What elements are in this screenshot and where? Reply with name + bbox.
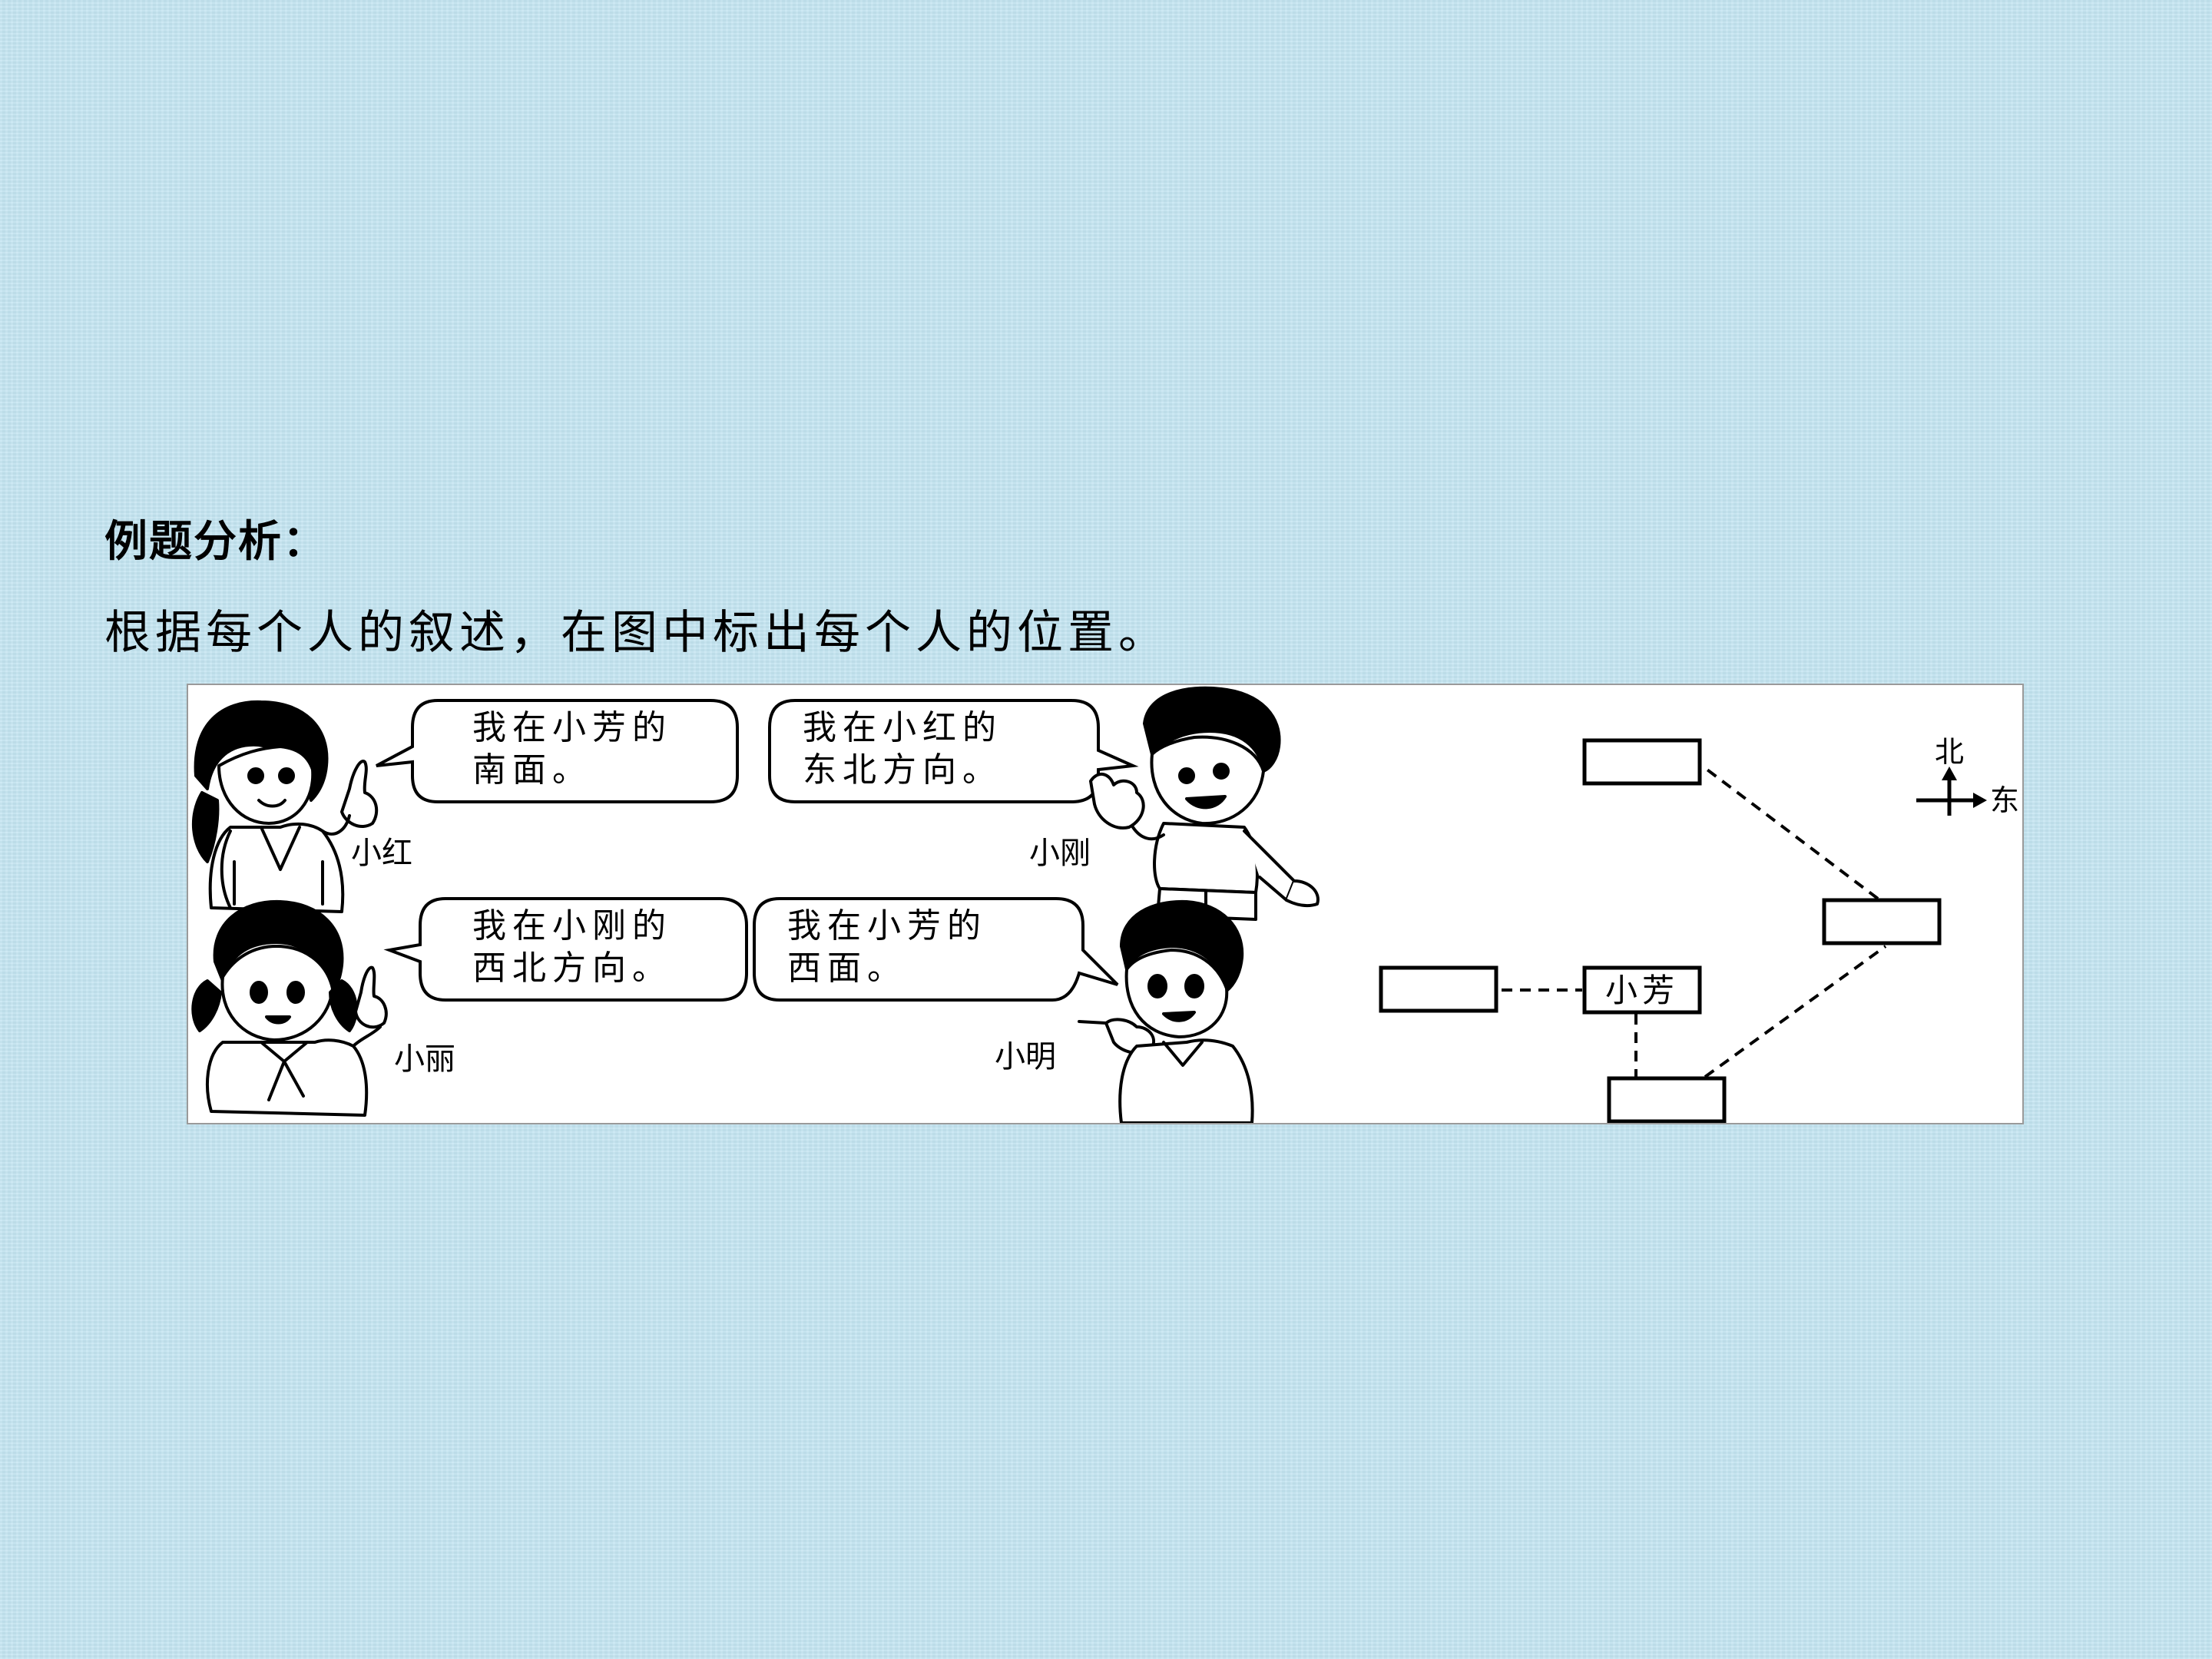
speech-bubble-xiaoli: 我在小刚的 西北方向。: [383, 897, 748, 1002]
speech-bubble-xiaohong: 我在小芳的 南面。: [376, 699, 739, 803]
name-xiaohong: 小红: [351, 836, 412, 871]
known-label-xiaofang: 小芳: [1605, 972, 1679, 1009]
connector-northeast: [1704, 945, 1887, 1078]
bubble-text-xiaogang-line2: 东北方向。: [803, 750, 1002, 790]
compass-east-label: 东: [1990, 783, 2019, 817]
name-xiaogang: 小刚: [1029, 836, 1091, 871]
answer-box-west[interactable]: [1379, 965, 1498, 1013]
connector-northwest: [1704, 767, 1879, 900]
name-xiaoming: 小明: [995, 1039, 1056, 1075]
compass-north-arrow-icon: [1942, 767, 1957, 780]
bubble-text-xiaoming-line2: 西面。: [787, 949, 907, 988]
section-heading: 例题分析：: [104, 517, 327, 567]
bubble-text-xiaogang-line1: 我在小红的: [803, 708, 1002, 747]
compass-north-label: 北: [1935, 735, 1964, 769]
problem-figure: 小红 我在小芳的 南面。 我在小红的 东北方向。: [187, 684, 2024, 1124]
known-box-xiaofang: [1582, 965, 1702, 1015]
position-diagram: 小芳: [1379, 738, 1942, 1123]
question-instruction: 根据每个人的叙述，在图中标出每个人的位置。: [104, 606, 1169, 660]
compass-east-arrow-icon: [1973, 793, 1987, 808]
problem-figure-svg: 小红 我在小芳的 南面。 我在小红的 东北方向。: [191, 686, 2019, 1123]
compass-rose: 北 东: [1916, 735, 2019, 817]
bubble-text-xiaoli-line1: 我在小刚的: [472, 906, 672, 945]
answer-box-east[interactable]: [1822, 898, 1942, 945]
boy-xiaogang-illustration: [1089, 686, 1320, 921]
speech-bubble-xiaogang: 我在小红的 东北方向。: [768, 699, 1139, 803]
bubble-text-xiaohong-line2: 南面。: [472, 750, 592, 790]
speech-bubble-xiaoming: 我在小芳的 西面。: [753, 897, 1119, 1002]
name-xiaoli: 小丽: [394, 1041, 455, 1077]
girl-xiaoli-illustration: [191, 899, 388, 1117]
answer-box-northwest[interactable]: [1582, 738, 1702, 786]
bubble-text-xiaohong-line1: 我在小芳的: [472, 708, 672, 747]
girl-xiaohong-illustration: [191, 700, 379, 913]
answer-box-south[interactable]: [1607, 1076, 1727, 1123]
bubble-text-xiaoli-line2: 西北方向。: [472, 949, 672, 988]
bubble-text-xiaoming-line1: 我在小芳的: [787, 906, 987, 945]
boy-xiaoming-illustration: [1078, 899, 1254, 1123]
